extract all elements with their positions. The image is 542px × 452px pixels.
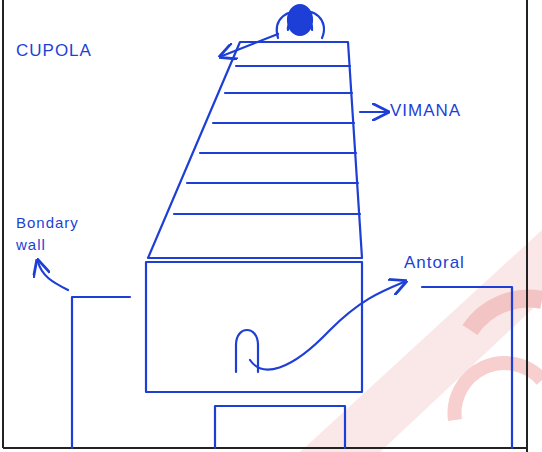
boundary-wall [72, 287, 512, 448]
leader-arrow [222, 34, 278, 56]
sanctum-base [146, 262, 362, 392]
leader-arrow [38, 262, 68, 290]
page-frame [3, 0, 527, 452]
part-label: Antoral [404, 252, 514, 274]
leader-arrow [360, 111, 386, 113]
part-label: CUPOLA [16, 40, 126, 62]
part-label: VIMANA [390, 100, 510, 122]
leader-arrow [250, 282, 404, 370]
vimana-tower [148, 42, 362, 258]
cupola-finial [277, 5, 324, 38]
watermark [300, 230, 542, 452]
part-label: Bondary wall [16, 212, 96, 256]
